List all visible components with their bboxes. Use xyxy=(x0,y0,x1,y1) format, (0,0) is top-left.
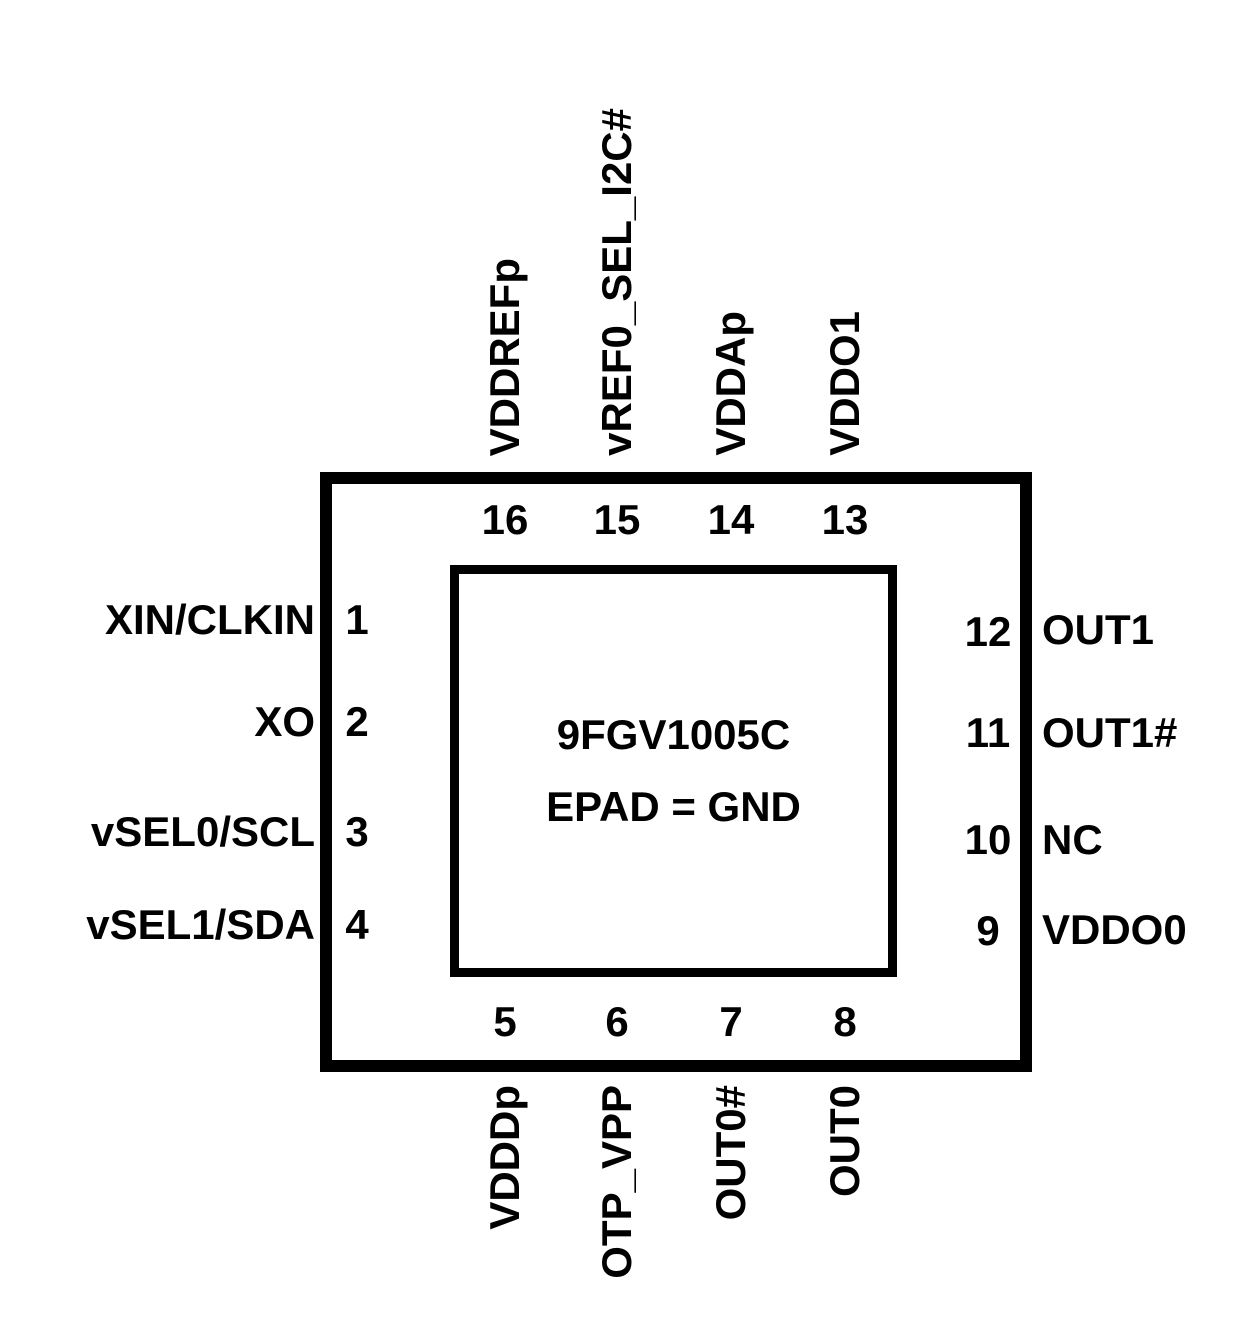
pin-label-vddo1: VDDO1 xyxy=(821,311,868,456)
chip-package-outline xyxy=(320,472,1032,1072)
pin-number-13: 13 xyxy=(821,496,869,543)
pin-number-16: 16 xyxy=(481,496,529,543)
pin-label-out1n: OUT1# xyxy=(1042,709,1178,756)
pin-label-vddap: VDDAp xyxy=(707,311,754,456)
pin-number-9: 9 xyxy=(976,907,1000,954)
pin-label-out1: OUT1 xyxy=(1042,606,1155,653)
pin-label-vsel1-sda: vSEL1/SDA xyxy=(86,901,315,948)
pin-label-xo: XO xyxy=(254,698,315,745)
part-number: 9FGV1005C xyxy=(556,711,791,758)
pin-number-5: 5 xyxy=(493,998,517,1045)
pin-number-7: 7 xyxy=(719,998,743,1045)
pin-number-8: 8 xyxy=(833,998,857,1045)
pin-label-otp-vpp: OTP_VPP xyxy=(593,1085,640,1279)
pin-label-out0n: OUT0# xyxy=(707,1085,754,1221)
pin-label-out0: OUT0 xyxy=(821,1085,868,1198)
epad-outline: 9FGV1005C EPAD = GND xyxy=(450,565,897,977)
pin-label-xin-clkin: XIN/CLKIN xyxy=(105,596,315,643)
pin-number-15: 15 xyxy=(593,496,641,543)
pin-number-10: 10 xyxy=(964,816,1012,863)
epad-label: EPAD = GND xyxy=(546,783,801,830)
pin-number-4: 4 xyxy=(345,901,369,948)
pin-number-14: 14 xyxy=(707,496,755,543)
pin-label-vref0-sel-i2c: vREF0_SEL_I2C# xyxy=(593,108,640,456)
pin-label-vddrefp: VDDREFp xyxy=(481,257,528,456)
pin-number-2: 2 xyxy=(345,698,369,745)
pin-number-3: 3 xyxy=(345,808,369,855)
pin-number-1: 1 xyxy=(345,596,369,643)
pin-label-vddo0: VDDO0 xyxy=(1042,906,1187,953)
pin-label-vdddp: VDDDp xyxy=(481,1085,528,1230)
pin-label-vsel0-scl: vSEL0/SCL xyxy=(90,808,315,855)
pin-number-6: 6 xyxy=(605,998,629,1045)
pin-number-11: 11 xyxy=(965,709,1011,756)
pin-number-12: 12 xyxy=(964,608,1012,655)
pin-label-nc: NC xyxy=(1042,816,1103,863)
